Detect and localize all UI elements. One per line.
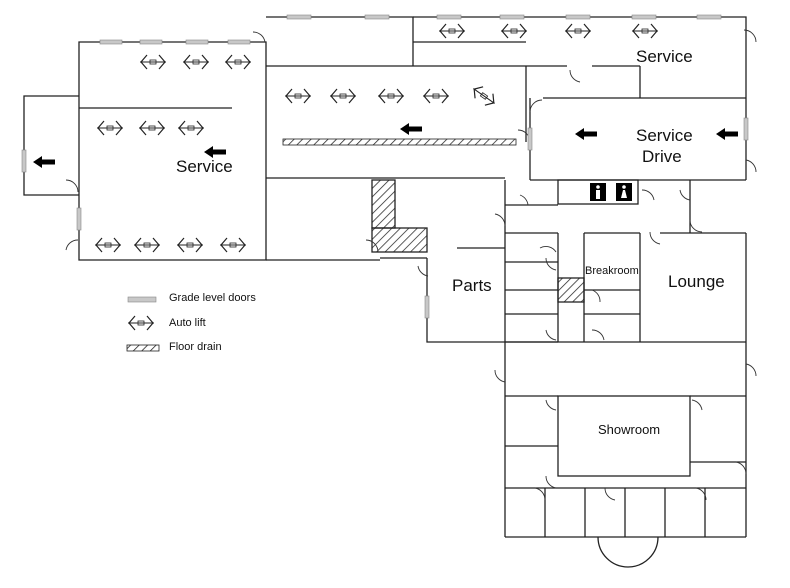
room-label-lounge: Lounge [668,272,725,291]
grade-level-doors [21,14,749,319]
room-label-parts: Parts [452,276,492,295]
room-label-service-drive-1: Service [636,126,693,145]
arrow-icon [716,128,738,140]
legend-lift-icon [127,315,155,331]
restroom-icons [590,183,632,201]
room-label-breakroom: Breakroom [585,265,639,277]
arrow-icon [400,123,422,135]
walls [23,16,747,568]
legend-door-swatch [127,296,157,303]
floor-drain [282,138,517,146]
legend [126,296,160,352]
room-label-service-ne: Service [636,47,693,66]
traffic-arrows [33,123,738,168]
legend-label-lift: Auto lift [169,317,206,329]
arrow-icon [575,128,597,140]
room-label-showroom: Showroom [598,422,661,437]
legend-label-doors: Grade level doors [169,292,256,304]
door-swings [65,29,757,501]
legend-drain-swatch [126,344,160,352]
room-label-service-drive-2: Drive [642,147,682,166]
arrow-icon [33,156,55,168]
legend-label-drain: Floor drain [169,341,222,353]
room-label-service-west: Service [176,157,233,176]
